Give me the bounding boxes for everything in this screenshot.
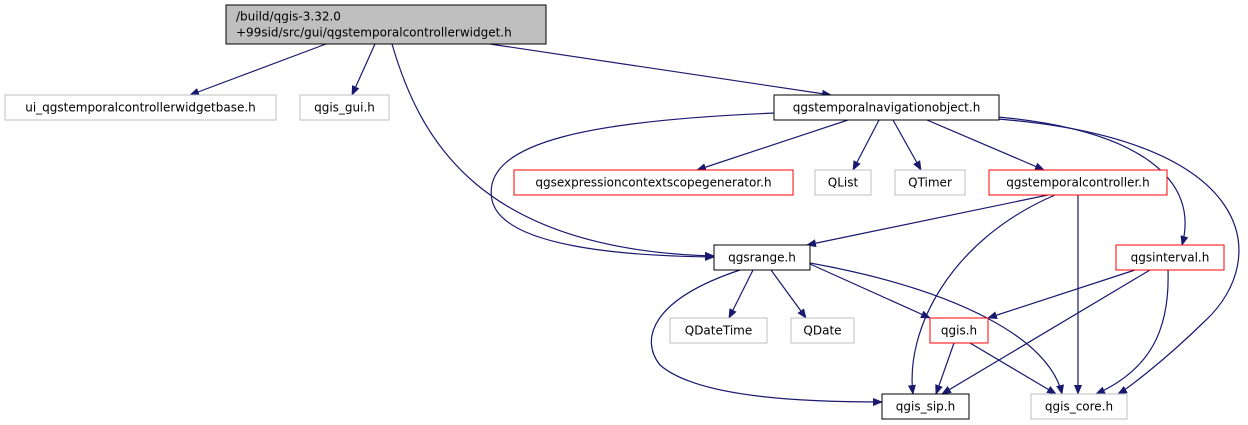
node-root[interactable]: /build/qgis-3.32.0 +99sid/src/gui/qgstemp…	[225, 4, 547, 45]
node-label-ui_base: ui_qgstemporalcontrollerwidgetbase.h	[25, 101, 256, 115]
node-label-qgis_core: qgis_core.h	[1045, 400, 1113, 414]
edge-qgis-to-qgis_core	[969, 342, 1057, 395]
node-qdate[interactable]: QDate	[790, 317, 855, 344]
node-qgis_gui[interactable]: qgis_gui.h	[299, 94, 390, 121]
node-box-ui_base	[4, 94, 277, 121]
node-exprgen[interactable]: qgsexpressioncontextscopegenerator.h	[513, 169, 794, 196]
node-label-qlist: QList	[828, 176, 859, 190]
edge-navobj-to-qgsrange	[490, 112, 777, 261]
edge-root-to-qgis_gui	[351, 43, 376, 96]
node-box-qgsinterval	[1115, 244, 1225, 271]
node-qtimer[interactable]: QTimer	[894, 169, 966, 196]
edge-navobj-to-exprgen	[696, 119, 849, 171]
node-label-qdatetime: QDateTime	[685, 324, 753, 338]
edge-qgsrange-to-qdatetime	[728, 269, 754, 319]
edge-tempctrl-to-qgsrange	[806, 194, 1049, 248]
node-box-qgis_gui	[299, 94, 390, 121]
node-box-qlist	[814, 169, 872, 196]
edge-navobj-to-tempctrl	[926, 119, 1045, 171]
node-label-navobj: qgstemporalnavigationobject.h	[793, 101, 981, 115]
edge-navobj-to-qgsinterval	[997, 116, 1189, 246]
node-box-qgis_sip	[881, 393, 970, 420]
edge-qgsinterval-to-qgis_core	[1095, 269, 1169, 395]
edge-root-to-ui_base	[189, 43, 327, 96]
edge-qgsrange-to-qdate	[770, 269, 807, 319]
node-label-qgis_sip: qgis_sip.h	[896, 400, 955, 414]
node-label-exprgen: qgsexpressioncontextscopegenerator.h	[535, 176, 771, 190]
node-box-navobj	[773, 94, 1000, 121]
edge-navobj-to-qgis_core	[997, 118, 1240, 395]
node-label-qgis: qgis.h	[941, 324, 977, 338]
node-qgis_core[interactable]: qgis_core.h	[1030, 393, 1128, 420]
node-qgsrange[interactable]: qgsrange.h	[713, 244, 811, 271]
node-label-root: +99sid/src/gui/qgstemporalcontrollerwidg…	[236, 26, 512, 40]
node-qgis[interactable]: qgis.h	[929, 317, 989, 344]
node-box-root	[225, 4, 547, 45]
edge-qgsinterval-to-qgis_sip	[941, 269, 1151, 395]
edge-qgsinterval-to-qgis	[987, 269, 1136, 320]
node-box-tempctrl	[988, 169, 1168, 196]
node-label-qgis_gui: qgis_gui.h	[314, 101, 375, 115]
node-box-qdatetime	[669, 317, 768, 344]
node-box-qdate	[790, 317, 855, 344]
edge-navobj-to-qlist	[852, 119, 880, 171]
node-box-qgsrange	[713, 244, 811, 271]
node-box-qgis_core	[1030, 393, 1128, 420]
node-navobj[interactable]: qgstemporalnavigationobject.h	[773, 94, 1000, 121]
edge-navobj-to-qtimer	[892, 119, 922, 171]
edge-root-to-navobj	[489, 43, 832, 98]
node-qdatetime[interactable]: QDateTime	[669, 317, 768, 344]
node-qlist[interactable]: QList	[814, 169, 872, 196]
edge-tempctrl-to-qgis_sip	[907, 194, 1056, 395]
node-label-qgsrange: qgsrange.h	[728, 251, 796, 265]
node-label-tempctrl: qgstemporalcontroller.h	[1006, 176, 1149, 190]
node-label-qtimer: QTimer	[908, 176, 952, 190]
node-qgsinterval[interactable]: qgsinterval.h	[1115, 244, 1225, 271]
node-box-exprgen	[513, 169, 794, 196]
edge-qgsrange-to-qgis_sip	[650, 269, 883, 406]
node-box-qtimer	[894, 169, 966, 196]
node-box-qgis	[929, 317, 989, 344]
node-label-root: /build/qgis-3.32.0	[236, 10, 341, 24]
edge-qgsrange-to-qgis	[809, 263, 931, 319]
node-tempctrl[interactable]: qgstemporalcontroller.h	[988, 169, 1168, 196]
edge-qgis-to-qgis_sip	[935, 342, 955, 395]
node-label-qgsinterval: qgsinterval.h	[1131, 251, 1210, 265]
edge-root-to-qgsrange	[391, 43, 715, 260]
node-label-qdate: QDate	[803, 324, 841, 338]
node-qgis_sip[interactable]: qgis_sip.h	[881, 393, 970, 420]
node-ui_base[interactable]: ui_qgstemporalcontrollerwidgetbase.h	[4, 94, 277, 121]
